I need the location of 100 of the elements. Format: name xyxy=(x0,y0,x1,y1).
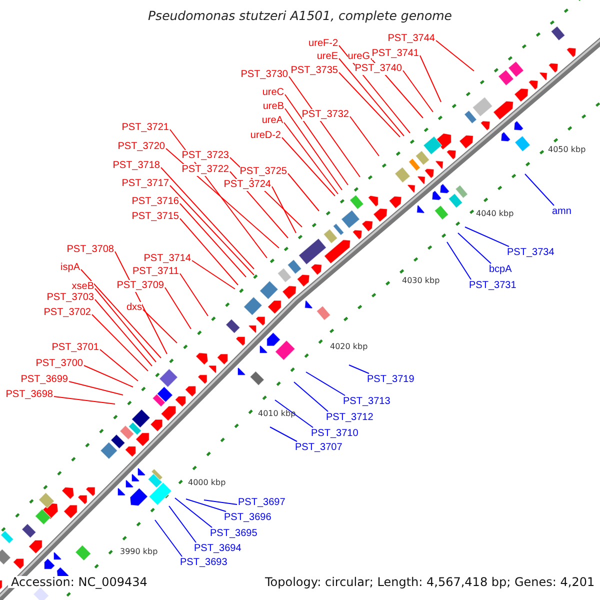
leader-line xyxy=(338,58,404,136)
gene-label: PST_3697 xyxy=(238,496,286,508)
gene-label: xseB xyxy=(72,280,94,292)
gene-label: bcpA xyxy=(489,264,512,276)
gene-label: PST_3730 xyxy=(240,68,288,80)
gene-label: PST_3701 xyxy=(52,342,99,354)
leader-line xyxy=(94,299,152,366)
leader-line xyxy=(174,498,212,528)
gene-label: ureC xyxy=(262,86,284,98)
leader-line xyxy=(288,76,360,178)
leader-line xyxy=(160,167,254,270)
leader-line xyxy=(284,94,348,186)
gene-label: PST_3718 xyxy=(112,160,160,172)
gene-label: ureG xyxy=(348,50,370,62)
gene-label: PST_3693 xyxy=(180,556,228,568)
gene-label: PST_3711 xyxy=(132,266,179,278)
scale-label: 4000 kbp xyxy=(188,477,226,489)
gene-label: ureA xyxy=(262,114,283,126)
leader-line xyxy=(166,148,280,248)
gene-label: PST_3703 xyxy=(46,292,94,304)
gene-label: PST_3715 xyxy=(132,210,179,222)
gene-label: ureE xyxy=(316,50,338,62)
scale-label: 4050 kbp xyxy=(548,144,586,156)
leader-line xyxy=(170,185,254,276)
gene-label: ureF-2 xyxy=(308,38,338,50)
gene-label: PST_3714 xyxy=(144,252,191,264)
gene-label: PST_3696 xyxy=(224,512,272,524)
gene-label: PST_3724 xyxy=(224,178,271,190)
gene-label: PST_3694 xyxy=(194,542,242,554)
gene-label: ispA xyxy=(60,262,80,274)
leader-line xyxy=(84,365,134,388)
leader-line xyxy=(288,173,320,212)
leader-line xyxy=(294,382,328,412)
leader-line xyxy=(284,122,338,194)
gene-label: PST_3717 xyxy=(122,178,169,190)
leader-line xyxy=(68,381,124,396)
leader-line xyxy=(272,186,296,234)
leader-line xyxy=(436,40,474,72)
leader-line xyxy=(168,506,196,543)
gene-label: PST_3734 xyxy=(507,246,554,258)
gene-label: PST_3707 xyxy=(295,442,342,454)
leader-line xyxy=(164,287,192,330)
gene-label: PST_3725 xyxy=(240,166,287,178)
gene-label: PST_3710 xyxy=(311,428,358,440)
gene-label: PST_3716 xyxy=(132,196,179,208)
gene-label: PST_3719 xyxy=(367,374,414,386)
gene-label: PST_3744 xyxy=(388,32,435,44)
gene-label: PST_3731 xyxy=(469,280,516,292)
gene-label: PST_3698 xyxy=(6,388,53,400)
leader-line xyxy=(180,273,208,316)
title: Pseudomonas stutzeri A1501, complete genome xyxy=(147,10,453,22)
gene-label: PST_3721 xyxy=(122,122,169,134)
scale-label: 3990 kbp xyxy=(120,546,158,558)
leader-line xyxy=(402,70,434,112)
gene-label: PST_3708 xyxy=(66,244,114,256)
leader-line xyxy=(92,314,148,372)
leader-line xyxy=(464,226,510,247)
leader-line xyxy=(274,400,314,428)
gene-label: PST_3741 xyxy=(372,48,419,60)
leader-line xyxy=(100,349,138,382)
scale-label: 4040 kbp xyxy=(476,208,514,220)
leader-line xyxy=(348,364,370,374)
gene-label: PST_3695 xyxy=(210,528,258,540)
leader-line xyxy=(338,72,400,138)
leader-line xyxy=(192,260,236,290)
gene-label: PST_3712 xyxy=(326,412,374,424)
leader-line xyxy=(458,232,492,264)
gene-label: PST_3723 xyxy=(182,150,229,162)
gene-label: ureB xyxy=(262,100,284,112)
leader-line xyxy=(142,309,178,344)
gene-label: dxs xyxy=(126,302,142,314)
leader-line xyxy=(204,500,238,505)
gene-label: PST_3740 xyxy=(354,62,402,74)
gene-label: PST_3709 xyxy=(116,280,164,292)
leader-line xyxy=(350,116,380,156)
leader-line xyxy=(270,426,298,442)
leader-line xyxy=(114,251,168,354)
leader-line xyxy=(154,520,182,557)
scale-label: 4030 kbp xyxy=(402,275,440,287)
leader-line xyxy=(282,137,336,196)
gene-label: PST_3700 xyxy=(36,358,83,370)
leader-line xyxy=(180,218,238,286)
leader-line xyxy=(420,55,442,102)
leader-line xyxy=(338,45,410,134)
gene-label: PST_3720 xyxy=(118,140,165,152)
gene-label: PST_3722 xyxy=(182,164,229,176)
leader-line xyxy=(306,372,346,396)
gene-label: ureD-2 xyxy=(250,130,281,142)
leader-line xyxy=(186,498,226,512)
leader-line xyxy=(54,396,116,404)
leader-line xyxy=(446,242,472,280)
gene-label: amn xyxy=(552,206,572,218)
leader-line xyxy=(94,288,156,362)
leader-line xyxy=(180,203,246,278)
gene-label: PST_3713 xyxy=(343,396,390,408)
leader-line xyxy=(80,269,162,358)
scale-label: 4020 kbp xyxy=(330,341,368,353)
gene-label: PST_3735 xyxy=(290,64,338,76)
gene-label: PST_3699 xyxy=(20,374,68,386)
leader-line xyxy=(284,108,342,190)
